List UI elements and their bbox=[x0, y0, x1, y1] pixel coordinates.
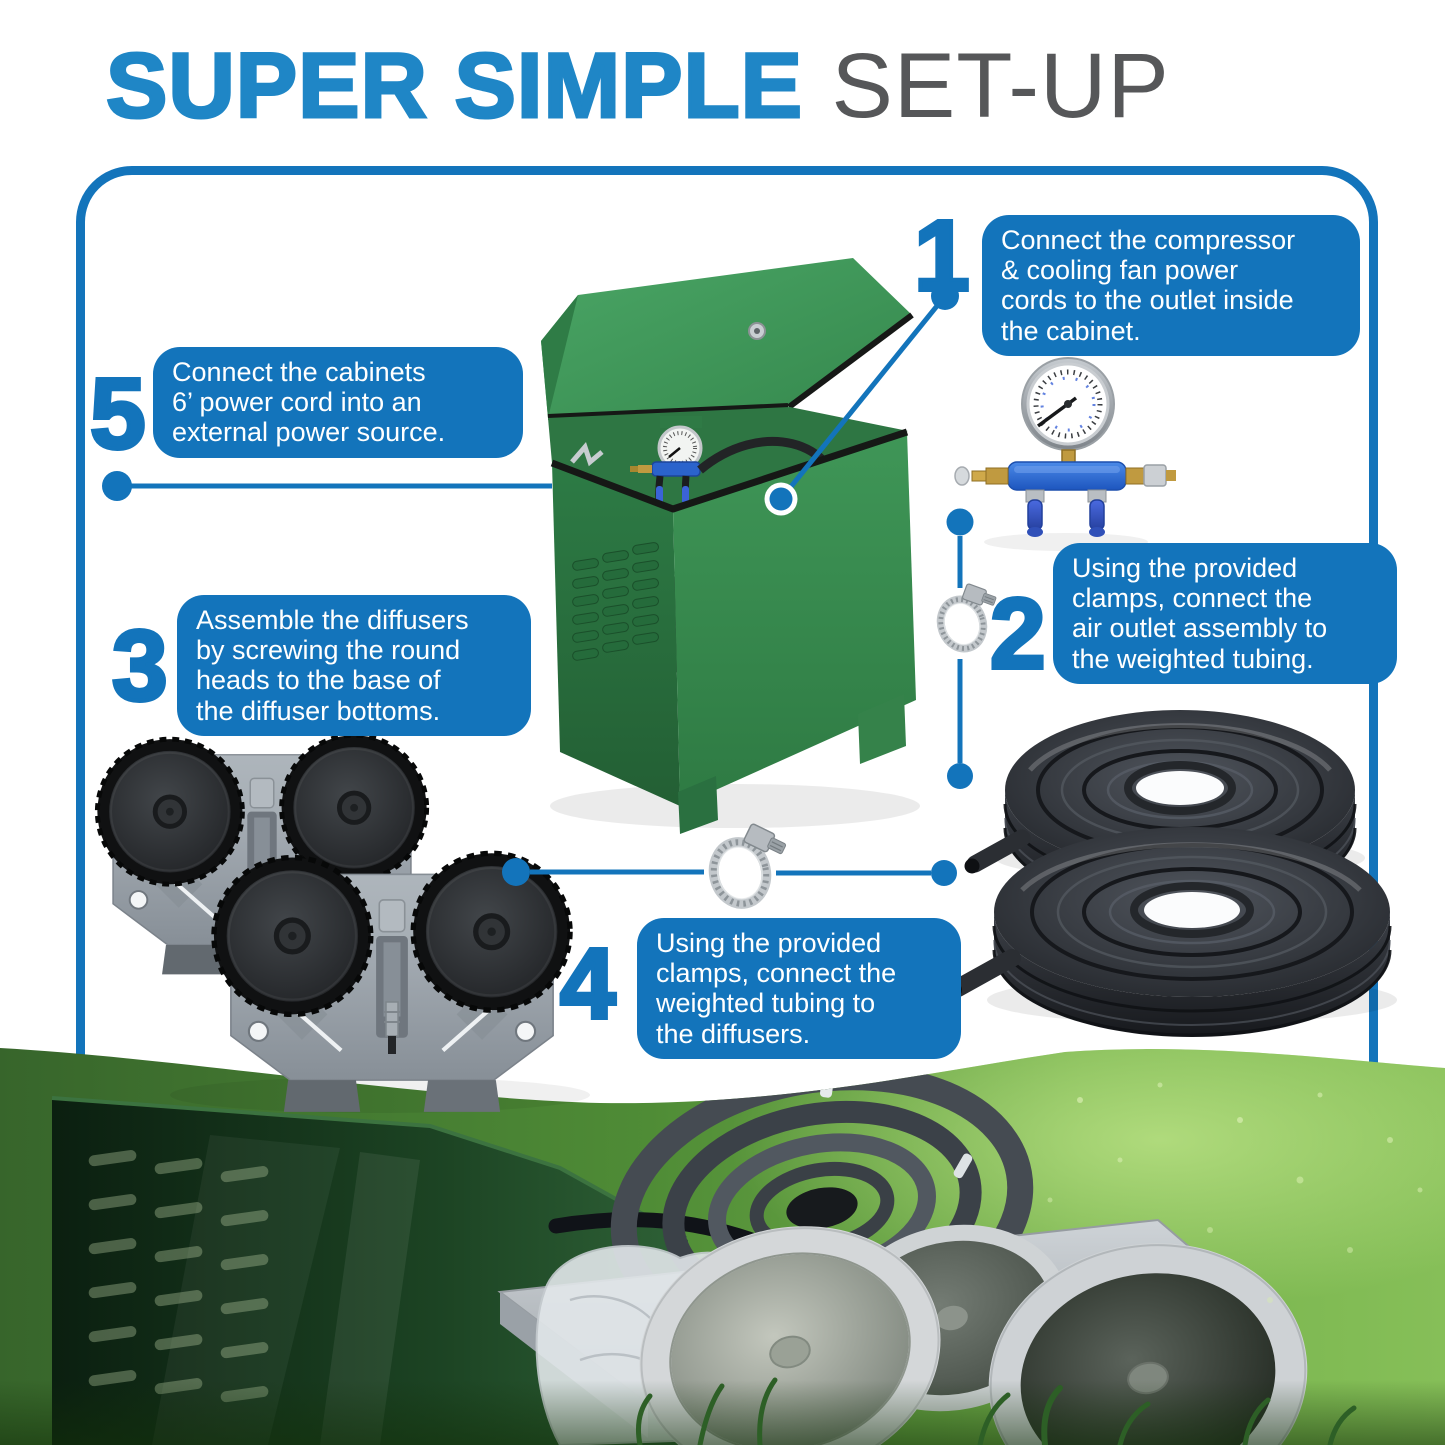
manifold-valve bbox=[1087, 489, 1107, 537]
hose-clamp-step4-icon bbox=[705, 817, 799, 909]
cabinet-shadow bbox=[550, 784, 920, 828]
connector-dots bbox=[102, 282, 974, 886]
rim-seal bbox=[550, 428, 909, 513]
manifold-valve bbox=[1025, 489, 1045, 537]
weighted-tubing-coil-bottom bbox=[946, 827, 1397, 1037]
cabinet-front-face bbox=[673, 432, 916, 806]
tubing-end bbox=[966, 829, 1031, 873]
lid-support bbox=[570, 442, 604, 467]
connector-lines bbox=[117, 294, 963, 876]
step2-dot-top bbox=[946, 508, 974, 536]
page-title: SUPER SIMPLE SET-UP bbox=[104, 34, 1170, 139]
zip-tie bbox=[953, 1153, 973, 1179]
aeration-cabinet-render bbox=[541, 258, 920, 834]
step-3-number: 3 bbox=[110, 610, 170, 722]
foreground-shade bbox=[0, 1380, 1445, 1445]
diffuser-assembly-front bbox=[214, 853, 570, 1112]
step4-dot-left bbox=[502, 858, 530, 886]
step4-dot-right bbox=[931, 860, 957, 886]
cabinet-interior bbox=[548, 407, 908, 509]
step-4-callout: Using the provided clamps, connect the w… bbox=[637, 918, 961, 1059]
diffuser-barb-fitting bbox=[384, 1001, 400, 1054]
page-title-main: SUPER SIMPLE bbox=[104, 34, 804, 139]
cabinet-lid bbox=[541, 258, 914, 420]
air-outlet-assembly-render bbox=[954, 357, 1176, 551]
step1-connector-line bbox=[779, 294, 947, 501]
interior-gauge bbox=[657, 416, 703, 471]
step-2-number: 2 bbox=[988, 578, 1048, 690]
step2-dot-bottom bbox=[947, 763, 973, 789]
step5-dot bbox=[102, 471, 132, 501]
diffuser-shadow bbox=[170, 1077, 590, 1113]
step-5-number: 5 bbox=[88, 358, 148, 470]
step-1-callout: Connect the compressor & cooling fan pow… bbox=[982, 215, 1360, 356]
cabinet-left-face bbox=[552, 463, 680, 806]
step-1-number: 1 bbox=[912, 200, 972, 312]
step-4-number: 4 bbox=[558, 928, 618, 1040]
page-title-suffix: SET-UP bbox=[831, 35, 1170, 137]
cabinet-leg bbox=[678, 776, 718, 834]
cabinet-leg bbox=[858, 694, 906, 764]
grass-speckles bbox=[1047, 1082, 1423, 1303]
photo-cabinet bbox=[51, 1096, 688, 1445]
step-3-callout: Assemble the diffusers by screwing the r… bbox=[177, 595, 531, 736]
tubing-end bbox=[949, 949, 1021, 997]
step1-dot bbox=[931, 282, 959, 310]
step-5-callout: Connect the cabinets 6’ power cord into … bbox=[153, 347, 523, 458]
grass-blades bbox=[635, 1377, 1357, 1445]
step-2-callout: Using the provided clamps, connect the a… bbox=[1053, 543, 1397, 684]
step1-outlet-dot bbox=[769, 487, 793, 511]
